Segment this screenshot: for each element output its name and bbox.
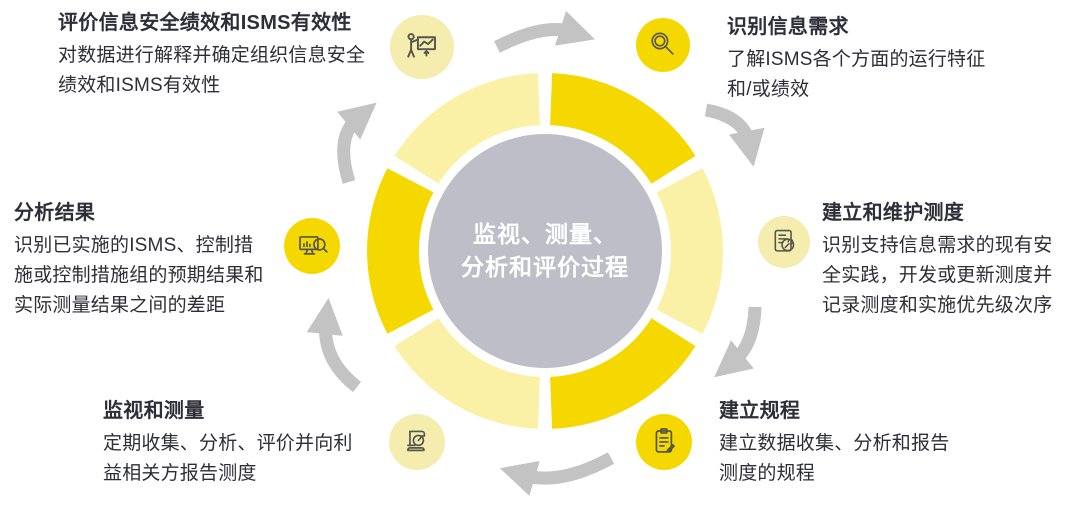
node-title: 监视和测量 bbox=[103, 400, 205, 422]
node-desc-line: 和/或绩效 bbox=[727, 79, 810, 100]
node-title: 评价信息安全绩效和ISMS有效性 bbox=[58, 12, 352, 34]
ring-segment bbox=[550, 73, 696, 184]
node-desc-line: 绩效和ISMS有效性 bbox=[58, 75, 221, 96]
clipboard-icon bbox=[655, 428, 675, 453]
node-icon-badge bbox=[636, 18, 690, 72]
flow-arrow-bottom bbox=[499, 452, 615, 496]
node-desc-line: 测度的规程 bbox=[719, 463, 816, 484]
node-icon-badge bbox=[758, 216, 810, 268]
node-desc-line: 施或控制措施组的预期结果和 bbox=[14, 265, 264, 286]
node-title: 建立规程 bbox=[719, 400, 801, 422]
node-desc-line: 记录测度和实施优先级次序 bbox=[822, 295, 1053, 316]
node-desc-line: 对数据进行解释并确定组织信息安全 bbox=[58, 45, 366, 66]
node-desc-line: 建立数据收集、分析和报告 bbox=[719, 433, 950, 454]
node-desc-line: 了解ISMS各个方面的运行特征 bbox=[727, 49, 986, 70]
node-establish-procedures: 建立规程 建立数据收集、分析和报告 测度的规程 bbox=[636, 396, 950, 489]
flow-arrow-bottom-right bbox=[714, 306, 762, 378]
ring-segment bbox=[394, 73, 540, 184]
ring-segment bbox=[367, 168, 434, 334]
node-desc-line: 益相关方报告测度 bbox=[103, 463, 257, 484]
node-desc-line: 全实践，开发或更新测度并 bbox=[822, 265, 1053, 286]
center-label-line: 监视、测量、 bbox=[473, 221, 617, 247]
flow-arrow-top-left bbox=[337, 102, 377, 184]
center-label: 监视、测量、 分析和评价过程 bbox=[461, 218, 629, 284]
ring-segment bbox=[656, 168, 723, 334]
scroll-gauge-icon bbox=[407, 430, 426, 452]
node-title: 建立和维护测度 bbox=[822, 202, 965, 224]
node-desc-line: 识别支持信息需求的现有安 bbox=[822, 235, 1053, 256]
node-analyze-results: 分析结果 识别已实施的ISMS、控制措 施或控制措施组的预期结果和 实际测量结果… bbox=[14, 198, 340, 321]
node-establish-maintain-measures: 建立和维护测度 识别支持信息需求的现有安 全实践，开发或更新测度并 记录测度和实… bbox=[758, 198, 1053, 321]
flow-arrow-top-right bbox=[704, 103, 765, 167]
node-desc-line: 识别已实施的ISMS、控制措 bbox=[14, 235, 254, 256]
node-title: 识别信息需求 bbox=[727, 16, 849, 38]
monitor-search-icon bbox=[299, 236, 328, 255]
flow-arrow-top bbox=[494, 11, 596, 53]
node-desc-line: 定期收集、分析、评价并向利 bbox=[103, 433, 353, 454]
presentation-icon bbox=[406, 32, 436, 58]
node-evaluate-performance-effectiveness: 评价信息安全绩效和ISMS有效性 对数据进行解释并确定组织信息安全 绩效和ISM… bbox=[58, 8, 454, 101]
node-icon-badge bbox=[284, 218, 340, 274]
search-icon bbox=[651, 32, 674, 55]
node-icon-badge bbox=[389, 414, 445, 470]
center-circle bbox=[428, 134, 662, 368]
flow-arrow-bottom-left bbox=[306, 297, 362, 393]
ring-segment bbox=[550, 318, 696, 429]
node-icon-badge bbox=[636, 414, 692, 470]
ring-segments bbox=[367, 73, 723, 429]
node-desc-line: 实际测量结果之间的差距 bbox=[14, 295, 226, 316]
center-label-line: 分析和评价过程 bbox=[461, 254, 629, 280]
node-monitor-and-measure: 监视和测量 定期收集、分析、评价并向利 益相关方报告测度 bbox=[103, 396, 445, 489]
ring-segment bbox=[394, 318, 540, 429]
node-title: 分析结果 bbox=[14, 202, 96, 224]
flow-arrows bbox=[306, 11, 765, 496]
document-wrench-icon bbox=[774, 230, 795, 253]
node-identify-information-needs: 识别信息需求 了解ISMS各个方面的运行特征 和/或绩效 bbox=[636, 12, 986, 105]
node-icon-badge bbox=[390, 15, 454, 79]
